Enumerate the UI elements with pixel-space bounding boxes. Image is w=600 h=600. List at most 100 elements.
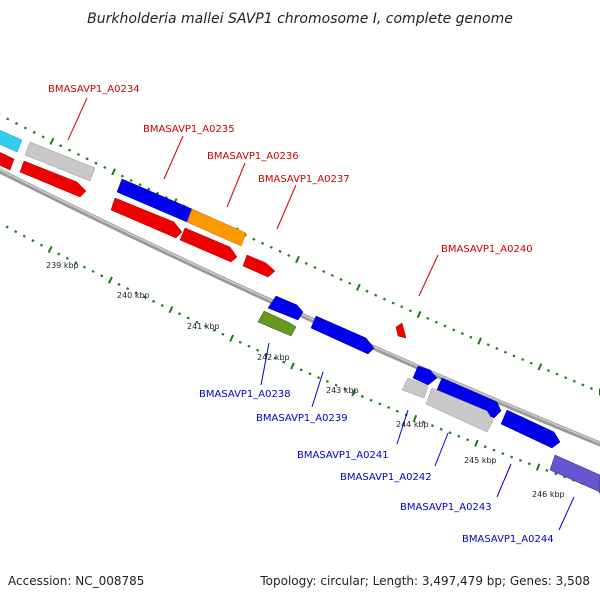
inner-track-minor-tick: [448, 431, 452, 435]
outer-track-minor-tick: [426, 316, 430, 320]
gene-red-b-feature[interactable]: [110, 197, 183, 239]
inner-track-minor-tick: [308, 372, 312, 376]
outer-track-minor-tick: [278, 249, 282, 253]
outer-track-minor-tick: [339, 278, 343, 281]
outer-track-minor-tick: [322, 270, 326, 273]
inner-track-minor-tick: [395, 409, 399, 413]
outer-track-minor-tick: [287, 254, 291, 257]
inner-track-major-tick: [107, 276, 113, 284]
inner-track-minor-tick: [439, 427, 443, 431]
gene-label-a0234[interactable]: BMASAVP1_A0234: [48, 84, 140, 95]
inner-track-major-tick: [351, 389, 356, 397]
inner-track-minor-tick: [492, 448, 496, 452]
gene-red-a-feature[interactable]: [19, 160, 87, 198]
gene-a0241-top-feature[interactable]: [412, 365, 438, 386]
outer-track-minor-tick: [546, 369, 551, 372]
gene-a0238-top-feature[interactable]: [267, 295, 304, 321]
outer-track-major-tick: [49, 137, 55, 145]
gene-a0236-feature[interactable]: [186, 208, 247, 247]
outer-track-minor-tick: [374, 293, 378, 297]
outer-track-minor-tick: [41, 135, 45, 139]
outer-track-minor-tick: [589, 386, 593, 390]
outer-track-minor-tick: [103, 165, 107, 170]
inner-track-minor-tick: [31, 239, 35, 243]
inner-track-minor-tick: [378, 402, 382, 406]
gene-label-a0243[interactable]: BMASAVP1_A0243: [400, 502, 492, 513]
gene-a0240-feature[interactable]: [395, 322, 407, 339]
outer-track-minor-tick: [129, 178, 133, 182]
outer-track-minor-tick: [32, 130, 36, 134]
gene-label-a0236[interactable]: BMASAVP1_A0236: [207, 151, 299, 162]
inner-track-major-tick: [47, 245, 53, 254]
outer-track-minor-tick: [521, 358, 525, 362]
inner-track-minor-tick: [518, 459, 522, 462]
gene-a0244-feature[interactable]: [549, 454, 600, 493]
outer-track-minor-tick: [503, 350, 507, 354]
gene-a0239-feature[interactable]: [310, 315, 375, 355]
outer-track-major-tick: [477, 337, 482, 345]
inner-track-major-tick: [229, 334, 235, 342]
outer-track-minor-tick: [581, 383, 585, 387]
inner-track-minor-tick: [82, 265, 87, 269]
inner-track-minor-tick: [282, 360, 286, 364]
outer-track-minor-tick: [400, 305, 404, 309]
inner-track-minor-tick: [343, 387, 347, 391]
gene-red-left-feature[interactable]: [0, 150, 15, 171]
gene-label-a0239[interactable]: BMASAVP1_A0239: [256, 413, 348, 424]
outer-track-minor-tick: [434, 320, 438, 324]
gene-label-a0237[interactable]: BMASAVP1_A0237: [258, 174, 350, 185]
inner-track-minor-tick: [317, 376, 321, 380]
gene-cyan-feature[interactable]: [0, 128, 23, 153]
gene-a0237-feature[interactable]: [242, 254, 276, 278]
inner-track-minor-tick: [152, 299, 156, 303]
gene-label-a0238[interactable]: BMASAVP1_A0238: [199, 389, 291, 400]
inner-track-minor-tick: [527, 462, 531, 466]
callout-line-a0238: [260, 342, 270, 386]
outer-track-minor-tick: [59, 144, 63, 148]
gene-a0241-feature[interactable]: [401, 377, 429, 399]
outer-track-minor-tick: [495, 347, 499, 350]
inner-track-minor-tick: [510, 455, 514, 459]
outer-track-minor-tick: [94, 161, 98, 165]
callout-line-a0236: [226, 162, 246, 208]
outer-track-minor-tick: [261, 241, 265, 245]
gene-a0238-feature[interactable]: [257, 310, 297, 337]
tick-label-241: 241 kbp: [187, 322, 220, 331]
inner-track-minor-tick: [195, 320, 199, 324]
inner-track-minor-tick: [483, 445, 487, 449]
gene-label-a0240[interactable]: BMASAVP1_A0240: [441, 244, 533, 255]
inner-track-major-tick: [168, 306, 174, 314]
outer-track-minor-tick: [529, 361, 533, 365]
callout-line-a0235: [163, 135, 184, 180]
outer-track-major-tick: [537, 363, 543, 371]
inner-track-minor-tick: [457, 434, 461, 438]
outer-track-major-tick: [111, 168, 117, 176]
gene-a0243-top-feature[interactable]: [500, 409, 561, 449]
gene-label-a0242[interactable]: BMASAVP1_A0242: [340, 472, 432, 483]
outer-track-minor-tick: [365, 289, 369, 293]
inner-track-minor-tick: [238, 340, 242, 344]
inner-track-major-tick: [412, 414, 418, 423]
gene-a0242-feature[interactable]: [425, 387, 494, 433]
gene-label-a0235[interactable]: BMASAVP1_A0235: [143, 124, 235, 135]
gene-red-c-feature[interactable]: [179, 227, 238, 263]
inner-track-minor-tick: [117, 282, 121, 286]
outer-track-minor-tick: [564, 376, 568, 380]
inner-track-minor-tick: [39, 243, 44, 247]
gene-label-a0241[interactable]: BMASAVP1_A0241: [297, 450, 389, 461]
inner-track-minor-tick: [22, 234, 26, 238]
inner-track-minor-tick: [247, 344, 251, 348]
inner-track-minor-tick: [186, 316, 190, 320]
inner-track-minor-tick: [387, 406, 391, 410]
inner-track-minor-tick: [466, 438, 470, 442]
gene-a0234-feature[interactable]: [24, 141, 96, 182]
outer-track-minor-tick: [555, 372, 559, 376]
outer-track-minor-tick: [269, 245, 273, 249]
outer-track-minor-tick: [252, 237, 256, 241]
gene-label-a0244[interactable]: BMASAVP1_A0244: [462, 534, 554, 545]
tick-label-245: 245 kbp: [464, 456, 497, 465]
outer-track-minor-tick: [147, 187, 151, 191]
gene-a0242-top-feature[interactable]: [435, 377, 502, 419]
inner-track-minor-tick: [554, 472, 558, 476]
